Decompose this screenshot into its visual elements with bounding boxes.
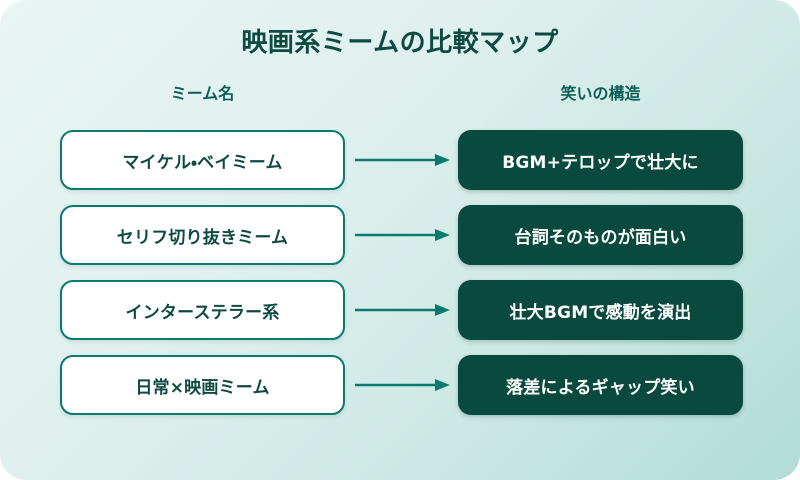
structure-node-4[interactable]: 落差によるギャップ笑い xyxy=(458,355,743,415)
comparison-row: マイケル・ベイミーム BGM+テロップで壮大に xyxy=(0,130,800,190)
arrow-right-icon xyxy=(355,302,451,318)
structure-node-1[interactable]: BGM+テロップで壮大に xyxy=(458,130,743,190)
column-header-meme-name: ミーム名 xyxy=(170,84,235,103)
structure-node-3[interactable]: 壮大BGMで感動を演出 xyxy=(458,280,743,340)
structure-node-2[interactable]: 台詞そのものが面白い xyxy=(458,205,743,265)
arrow-right-icon xyxy=(355,227,451,243)
arrow-right-icon xyxy=(355,152,451,168)
comparison-row: セリフ切り抜きミーム 台詞そのものが面白い xyxy=(0,205,800,265)
comparison-row: 日常×映画ミーム 落差によるギャップ笑い xyxy=(0,355,800,415)
comparison-rows: マイケル・ベイミーム BGM+テロップで壮大に セリフ切り抜きミーム 台詞そのも… xyxy=(0,130,800,430)
page-title: 映画系ミームの比較マップ xyxy=(241,28,559,58)
comparison-row: インターステラー系 壮大BGMで感動を演出 xyxy=(0,280,800,340)
column-header-humor-structure: 笑いの構造 xyxy=(560,84,641,103)
meme-node-3[interactable]: インターステラー系 xyxy=(60,280,345,340)
meme-node-1[interactable]: マイケル・ベイミーム xyxy=(60,130,345,190)
arrow-right-icon xyxy=(355,377,451,393)
meme-node-2[interactable]: セリフ切り抜きミーム xyxy=(60,205,345,265)
meme-node-4[interactable]: 日常×映画ミーム xyxy=(60,355,345,415)
